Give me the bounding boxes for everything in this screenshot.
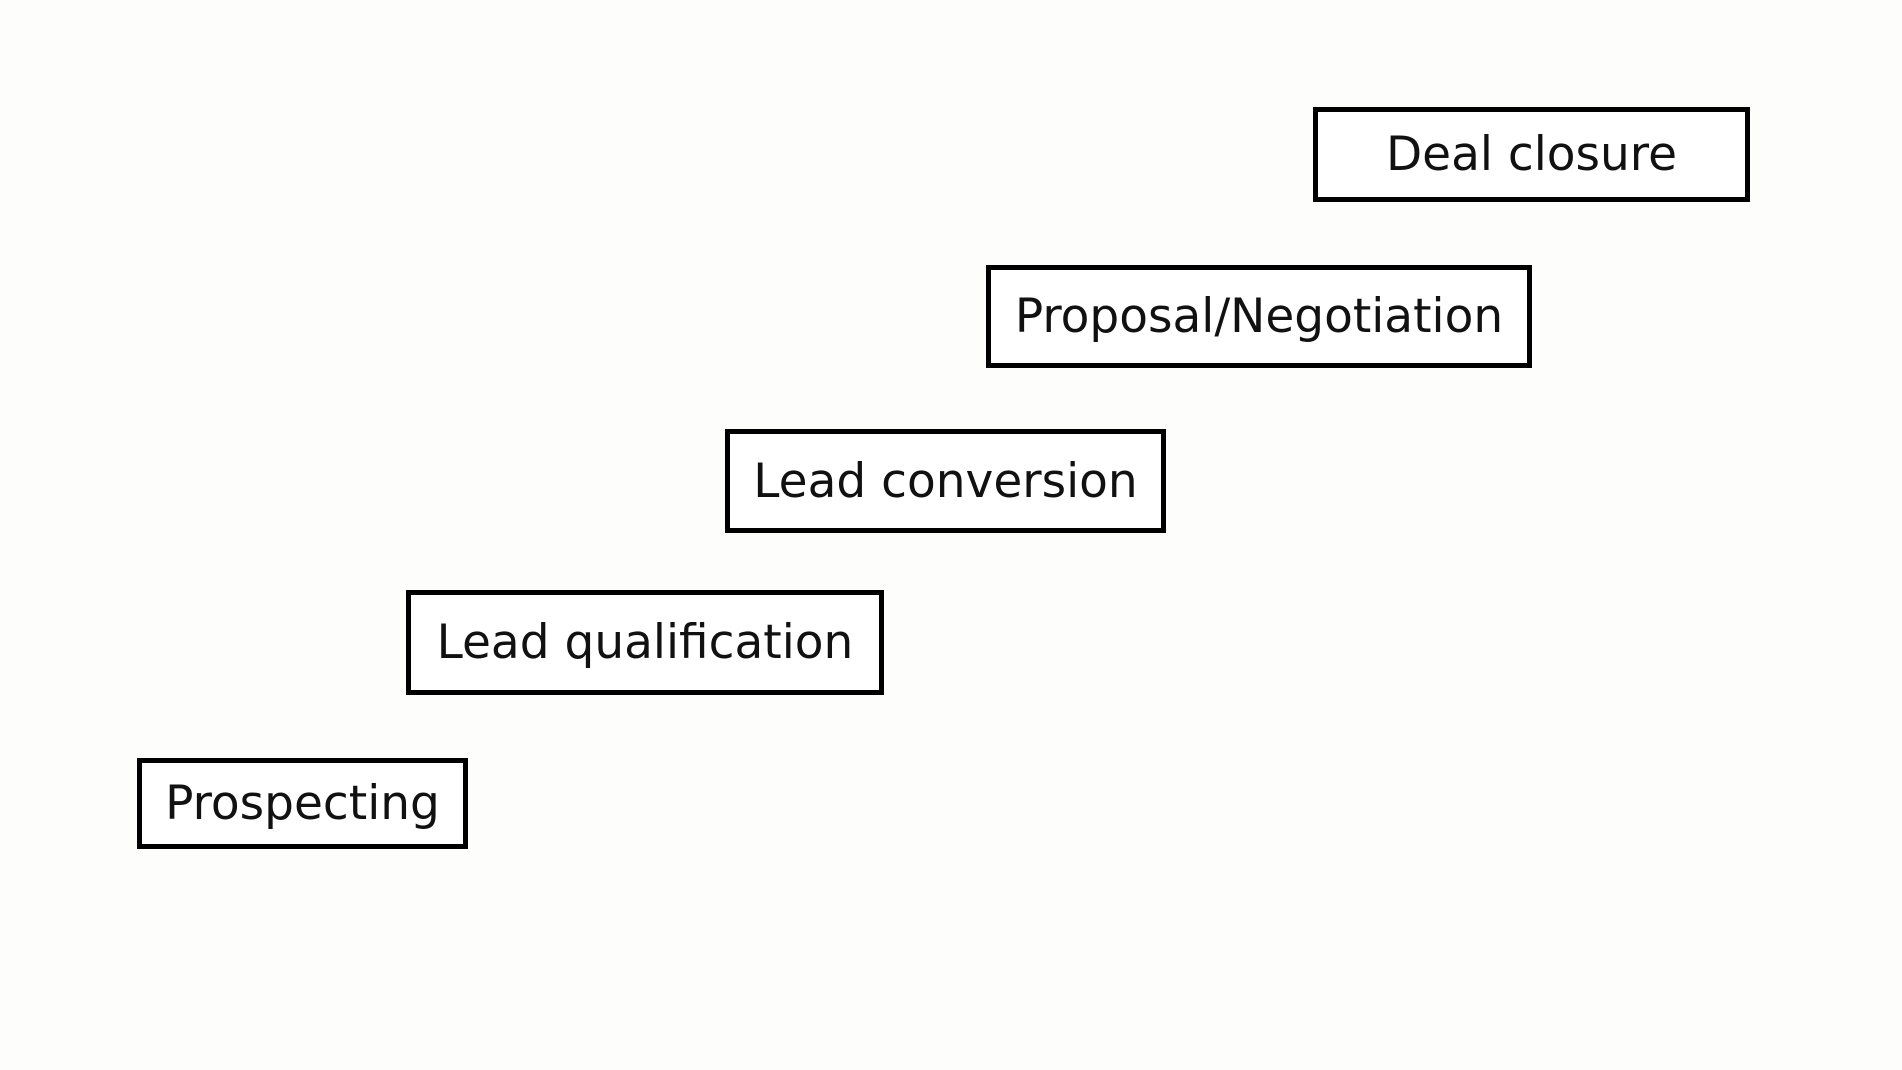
stage-label: Proposal/Negotiation: [1014, 289, 1504, 344]
stage-label: Deal closure: [1385, 127, 1678, 182]
stage-label: Lead conversion: [753, 453, 1138, 509]
stage-label: Prospecting: [165, 776, 440, 831]
stage-box-deal-closure: Deal closure: [1313, 107, 1750, 202]
stage-box-proposal-negotiation: Proposal/Negotiation: [986, 265, 1532, 368]
stage-box-prospecting: Prospecting: [137, 758, 468, 849]
stage-label: Lead qualification: [436, 615, 854, 670]
stage-box-lead-conversion: Lead conversion: [725, 429, 1166, 533]
stage-box-lead-qualification: Lead qualification: [406, 590, 884, 695]
